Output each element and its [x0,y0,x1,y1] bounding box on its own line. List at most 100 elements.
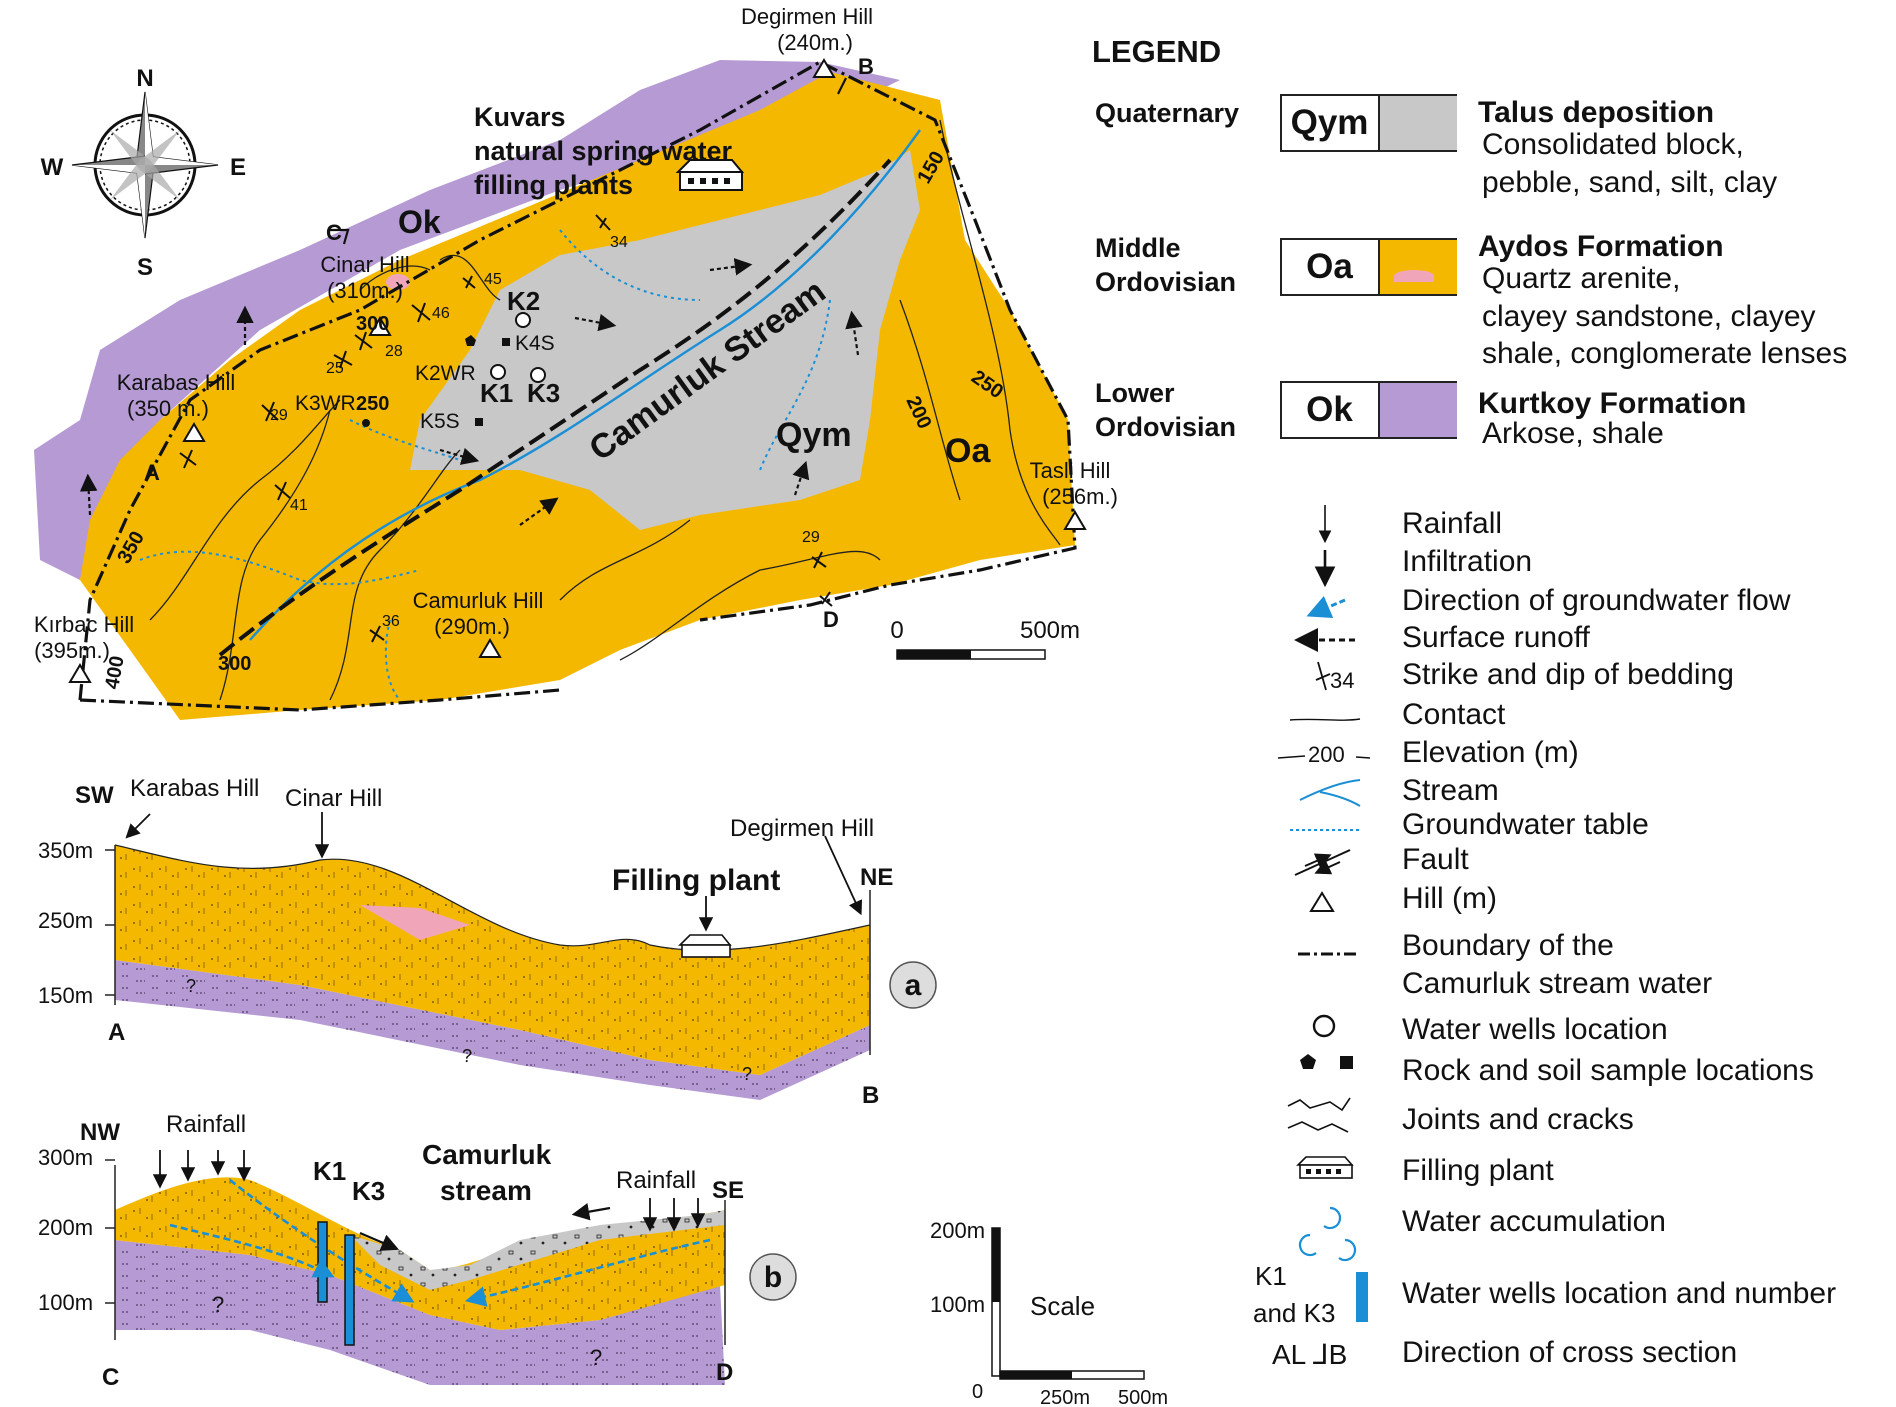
section-a-plant-label: Filling plant [612,864,780,897]
plant-label-line: filling plants [474,170,633,200]
legend-item-boundary: Camurluk stream water [1402,967,1713,1000]
section-b-well-k1 [317,1221,328,1303]
legend-formation-name: Talus deposition [1478,96,1715,129]
legend-item-wells: Water wells location [1402,1013,1668,1046]
section-a-karabas: Karabas Hill [130,775,259,802]
section-point-d: D [823,607,839,632]
well-circle-icon [1312,1014,1336,1038]
section-b-oa-layer [115,1177,725,1330]
stream-line-icon [1299,779,1361,807]
camurluk-stream [249,129,921,641]
contour-label: 300 [218,653,251,675]
dip-label: 34 [610,234,628,251]
strike-dip-symbols [179,214,833,643]
section-point-b: B [858,54,874,79]
compass-s-label: S [137,254,153,281]
legend-age-quaternary: Quaternary [1095,98,1240,128]
legend-item-stream: Stream [1402,774,1499,807]
section-b-right-dir: SE [712,1177,744,1204]
section-scale: 200m 100m Scale 0 250m 500m [930,1218,1168,1407]
well-label: K2 [507,286,540,316]
well-label: K3 [527,378,560,408]
legend-item-rainfall: Rainfall [1402,507,1503,540]
well-label: K1 [480,378,513,408]
section-b-badge-label: b [764,1261,782,1294]
legend-age-ordovisian: Ordovisian [1095,267,1237,297]
section-scale-h-tick: 250m [1040,1387,1090,1407]
section-a-badge [889,961,937,1009]
hill-elevation: (350 m.) [127,396,209,421]
contour-label: 250 [356,393,389,415]
scale-zero: 0 [890,617,903,644]
dip-label: 41 [290,497,308,514]
section-scale-h-tick: 500m [1118,1387,1168,1407]
legend-item-filling-plant: Filling plant [1402,1154,1554,1187]
hill-label: Karabas Hill [117,370,236,395]
section-a-unknown: ? [186,976,196,996]
legend-item-elevation: Elevation (m) [1402,736,1579,769]
dip-label: 46 [432,305,450,322]
fault-icon [1294,849,1351,876]
section-b-stream-label: Camurluk [422,1139,552,1170]
section-b-ok-layer [115,1240,725,1385]
hill-markers [68,58,1087,683]
legend-formation-desc: clayey sandstone, clayey [1482,300,1816,333]
sample-pentagon-icon [1300,1054,1316,1069]
stream-watershed-boundary [78,60,1077,712]
hill-label: Cinar Hill [320,252,409,277]
unit-label-qym: Qym [776,416,852,454]
section-b-y-tick: 200m [38,1215,93,1240]
section-line-ticks [330,77,847,245]
strike-dip-icon [1315,661,1331,691]
legend-item-infiltration: Infiltration [1402,545,1533,578]
dip-label: 28 [385,343,403,360]
legend-item-joints: Joints and cracks [1402,1103,1634,1136]
hill-elevation: (240m.) [777,30,853,55]
ok-swatch [1378,383,1457,437]
legend-item-water-accumulation: Water accumulation [1402,1205,1666,1238]
elevation-line-icon [1277,755,1371,759]
scale-end: 500m [1020,617,1080,644]
sample-markers [362,335,510,427]
section-b-y-tick: 100m [38,1290,93,1315]
legend-item-strike-dip: Strike and dip of bedding [1402,658,1734,691]
unit-label-oa: Oa [945,432,991,470]
legend-item-boundary: Boundary of the [1402,929,1614,962]
compass-e-label: E [230,154,246,181]
section-point-a: A [144,460,160,485]
dip-label: 25 [326,360,344,377]
legend-code-box-ok: Ok [1280,381,1457,439]
water-accumulation-icon [1298,1206,1357,1262]
section-b-qym-layer [350,1210,725,1290]
legend-item-runoff: Surface runoff [1402,621,1590,654]
qym-swatch [1378,96,1457,150]
hill-label: Degirmen Hill [741,4,873,29]
fault-line [218,158,892,657]
section-a-y-tick: 150m [38,983,93,1008]
section-a-right-dir: NE [860,864,893,891]
section-a-cinar: Cinar Hill [285,785,382,812]
groundwater-table-lines [139,229,831,701]
legend-code-oa: Oa [1306,247,1353,286]
filling-plant-building [675,159,745,191]
section-b-end-right: D [716,1359,733,1386]
section-a-y-tick: 250m [38,908,93,933]
legend-item-contact: Contact [1402,698,1506,731]
legend-item-well-numbers: Water wells location and number [1402,1277,1837,1310]
hill-elevation: (310m.) [327,278,403,303]
oa-swatch [1378,240,1457,294]
legend-item-hill: Hill (m) [1402,882,1497,915]
legend-code-box-oa: Oa [1280,238,1457,296]
legend-code-box-qym: Qym [1280,94,1457,152]
section-a-degirmen: Degirmen Hill [730,815,874,842]
section-b-rain-left: Rainfall [166,1111,246,1138]
legend-item-fault: Fault [1402,843,1469,876]
section-b-y-tick: 300m [38,1145,93,1170]
section-b-rainfall-arrows [152,1150,706,1232]
well-bar-glyph: K1 [1255,1261,1287,1291]
section-a-unknown: ? [742,1064,752,1084]
legend-formation-desc: shale, conglomerate lenses [1482,337,1848,370]
dip-label: 45 [484,271,502,288]
legend-code-qym: Qym [1290,103,1369,142]
section-a-end-left: A [108,1019,125,1046]
